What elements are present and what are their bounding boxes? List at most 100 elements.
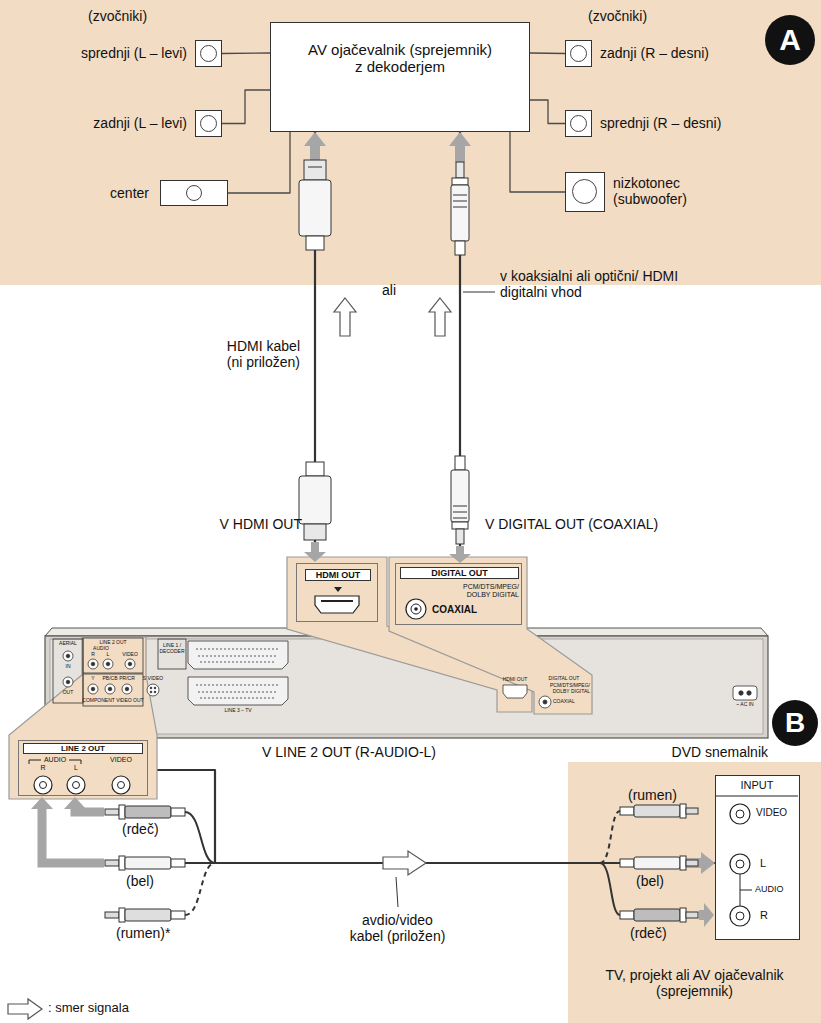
insert-arrow	[704, 903, 714, 927]
callout-bubble	[9, 557, 592, 799]
panel-marking: R	[88, 652, 98, 658]
cable-plug	[452, 522, 468, 529]
text-slot: COAXIAL	[432, 604, 477, 616]
rca-plug	[620, 859, 634, 867]
text-slot: R	[88, 652, 98, 658]
text-slot: sprednji (L – levi)	[81, 45, 187, 61]
rca-plug	[171, 808, 185, 816]
panel-marking: ~ AC IN	[728, 702, 762, 708]
rca-plug	[105, 860, 119, 866]
rear-panel-connectors	[128, 662, 132, 666]
rca-plug	[686, 912, 698, 918]
text-slot: ~ AC IN	[728, 702, 762, 708]
jack-drawing	[34, 776, 52, 794]
jack-label: VIDEO	[756, 807, 787, 819]
amplifier-label: AV ojačevalnik (sprejemnik) z dekoderjem	[305, 41, 495, 76]
cable-wire	[185, 863, 215, 915]
jack-label: AUDIO	[755, 884, 784, 894]
cable-plug	[299, 160, 469, 544]
callout-label: (bel)	[636, 873, 664, 889]
text-slot: INPUT	[716, 779, 798, 792]
jack-drawing	[67, 776, 85, 794]
cable-plug	[451, 470, 469, 522]
rca-plug	[171, 859, 185, 867]
text-slot: R	[760, 909, 768, 922]
cable-wire	[185, 862, 215, 864]
text-slot: (rumen)	[628, 787, 677, 803]
rear-panel-connectors	[108, 687, 112, 691]
callout-label: HDMI kabel (ni priložen)	[208, 338, 300, 370]
rca-plug	[634, 805, 680, 817]
text-slot: DIGITAL OUT	[536, 676, 592, 682]
text-slot: PCM/DTS/MPEG/ DOLBY DIGITAL	[546, 683, 590, 695]
jack-drawing	[315, 596, 359, 613]
insert-arrow	[304, 552, 326, 562]
callout-bubble	[9, 637, 157, 799]
rear-panel-connectors	[63, 677, 73, 687]
leader-line	[463, 292, 495, 293]
cable-wire	[600, 863, 620, 915]
cable-plug	[308, 167, 322, 168]
panel-marking: HDMI OUT	[496, 677, 534, 683]
insert-arrow	[31, 797, 53, 809]
panel-marking: PR/CR	[119, 676, 135, 682]
speaker-panel: (zvočniki)(zvočniki)Asprednji (L – levi)…	[0, 0, 821, 285]
rca-plug	[125, 806, 171, 818]
text-slot: COMPONENT VIDEO OUT	[80, 698, 146, 704]
text-slot: DVD snemalnik	[672, 744, 768, 760]
rear-panel-connectors	[91, 662, 95, 666]
rear-panel-connectors	[66, 680, 70, 684]
rear-panel-connectors	[733, 686, 757, 700]
panel-marking: L	[103, 652, 113, 658]
panel-marking: AERIAL	[53, 641, 83, 647]
cable-plug	[456, 162, 464, 178]
jack-label: L	[70, 764, 82, 772]
panel-marking: S VIDEO	[141, 676, 165, 682]
speaker-label: zadnji (L – levi)	[93, 115, 187, 131]
signal-direction-arrow	[334, 298, 356, 336]
cable-plug	[299, 476, 331, 524]
text-slot: HDMI kabel (ni priložen)	[208, 338, 300, 370]
text-slot: IN	[53, 664, 83, 670]
callout-label: (rumen)*	[116, 925, 170, 941]
rear-panel-connectors	[53, 638, 757, 708]
connector-line	[228, 132, 290, 193]
text-slot: ali	[382, 282, 396, 298]
cable-plug	[455, 456, 465, 470]
callout-label: (bel)	[126, 873, 154, 889]
jack-drawing	[736, 810, 744, 818]
speaker-cone	[200, 115, 217, 132]
rear-panel-connectors	[188, 677, 288, 705]
text-slot: VIDEO	[101, 756, 141, 764]
arrowhead	[701, 852, 715, 874]
connector-line	[222, 52, 270, 54]
legend-text: : smer signala	[48, 1001, 129, 1016]
panel-badge: A	[765, 15, 815, 65]
rear-panel-connectors	[747, 691, 751, 695]
cable-wire	[185, 811, 620, 915]
callout-label: V DIGITAL OUT (COAXIAL)	[485, 516, 658, 532]
cable-connector	[148, 770, 715, 874]
text-slot: (rdeč)	[122, 821, 159, 837]
rear-panel-connectors	[125, 659, 135, 669]
text-slot: (bel)	[126, 873, 154, 889]
text-slot: OUT	[53, 690, 83, 696]
jack-label: LINE 2 OUT	[23, 743, 143, 754]
speaker-cone	[572, 179, 597, 204]
text-slot: center	[110, 185, 149, 201]
arrowhead	[449, 132, 471, 146]
callout-bubble	[389, 557, 592, 714]
speaker-box: center	[160, 180, 228, 206]
cable-plug	[452, 178, 468, 185]
connector-line	[510, 132, 565, 192]
rear-panel-connectors	[147, 684, 159, 696]
text-slot: PB/CB	[102, 676, 118, 682]
panel-heading: (zvočniki)	[88, 8, 147, 24]
callout-label: avdio/video kabel (priložen)	[345, 912, 450, 944]
text-slot: V LINE 2 OUT (R-AUDIO-L)	[262, 744, 436, 760]
jack-drawing	[321, 600, 353, 602]
cable-wire	[600, 811, 620, 863]
panel-marking: LINE 2 OUT	[84, 640, 142, 646]
text-slot: AUDIO	[29, 756, 81, 764]
text-slot: LINE 1 / DECODER	[158, 643, 186, 655]
